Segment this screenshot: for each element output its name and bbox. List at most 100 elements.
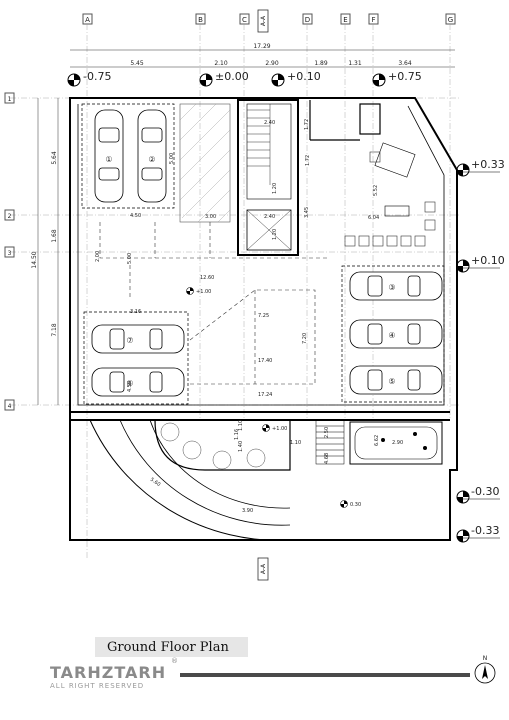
level-tag: +1.00 (196, 289, 211, 295)
front-yard (89, 419, 291, 541)
level-label: +0.33 (471, 158, 505, 171)
top-dimension-lines (70, 49, 455, 68)
dim-label: 7.25 (258, 313, 269, 319)
left-dimension-lines (37, 98, 59, 405)
brand-name: TARHZTARH (50, 663, 167, 682)
overall-width-dim: 17.29 (253, 43, 270, 50)
dim-label: 6.62 (374, 435, 380, 446)
top-dim: 3.64 (398, 60, 412, 67)
dim-label: 5.52 (373, 185, 379, 196)
dim-label: 5.60 (149, 477, 162, 488)
north-label: N (483, 655, 488, 662)
parking-number: ③ (388, 283, 395, 292)
dim-label: 2.90 (392, 440, 403, 446)
dim-label: 2.00 (95, 251, 101, 262)
dim-label: 7.20 (302, 333, 308, 344)
top-dim: 1.31 (348, 60, 362, 67)
level-label: -0.75 (83, 70, 111, 83)
grid-row-4: 4 (8, 403, 12, 410)
parking-number: ② (148, 155, 155, 164)
grid-col-c: C (242, 16, 247, 24)
level-tag: +1.00 (272, 426, 287, 432)
section-mark-top: A-A (257, 9, 269, 33)
parking-number: ⑥ (126, 379, 133, 388)
left-dim: 5.64 (51, 151, 58, 165)
dim-label: 1.20 (272, 183, 278, 194)
pool (349, 421, 443, 465)
circulation-paths (99, 222, 330, 385)
level-label: +0.10 (287, 70, 321, 83)
dim-label: 12.60 (200, 275, 214, 281)
dim-label: 17.24 (258, 392, 272, 398)
drawing-title: Ground Floor Plan (95, 637, 248, 657)
ramp-hatch (179, 103, 231, 223)
footer-bar (180, 673, 470, 677)
svg-text:A-A: A-A (260, 15, 267, 26)
left-dim: 7.18 (51, 323, 58, 337)
parking-bays (81, 103, 445, 405)
parking-number: ⑦ (126, 336, 133, 345)
dim-label: 2.40 (264, 214, 275, 220)
level-markers (67, 73, 470, 543)
level-label: -0.30 (471, 485, 499, 498)
dim-label: 1.16 (234, 429, 240, 440)
dim-label: 1.72 (305, 155, 311, 166)
svg-text:A-A: A-A (260, 563, 267, 574)
level-label: +0.75 (388, 70, 422, 83)
level-tag: 0.30 (350, 502, 361, 508)
left-dim: 1.68 (51, 229, 58, 243)
parking-number: ⑤ (388, 377, 395, 386)
level-label: ±0.00 (215, 70, 249, 83)
dim-label: 1.10 (238, 420, 244, 431)
grid-col-f: F (371, 16, 375, 24)
outer-walls (69, 97, 458, 541)
grid-col-g: G (448, 16, 453, 24)
dim-label: 3.00 (205, 214, 216, 220)
level-label: -0.33 (471, 524, 499, 537)
brand-logo: TARHZTARH ALL RIGHT RESERVED (50, 663, 166, 690)
grid-row-3: 3 (8, 250, 12, 257)
dim-label: 3.45 (304, 207, 310, 218)
top-dim: 2.90 (265, 60, 279, 67)
top-dim: 1.89 (314, 60, 328, 67)
dim-label: 4.50 (130, 213, 141, 219)
dim-label: 5.00 (169, 153, 175, 164)
grid-col-a: A (85, 16, 90, 24)
north-arrow-icon (474, 662, 496, 684)
grid-row-2: 2 (8, 213, 12, 220)
dim-label: 5.00 (127, 253, 133, 264)
dim-label: 2.50 (324, 427, 330, 438)
grid-col-b: B (198, 16, 203, 24)
grid-col-d: D (305, 16, 310, 24)
brand-tagline: ALL RIGHT RESERVED (50, 682, 145, 690)
section-mark-bottom: A-A (257, 557, 269, 581)
stair-entrance (315, 419, 345, 465)
dim-label: 3.16 (130, 309, 141, 315)
level-label: +0.10 (471, 254, 505, 267)
dim-label: 4.68 (324, 453, 330, 464)
parking-number: ① (105, 155, 112, 164)
dim-label: 1.20 (272, 229, 278, 240)
registered-mark: ® (171, 657, 178, 665)
stair-core (237, 99, 299, 256)
top-dim: 2.10 (214, 60, 228, 67)
car-icons (91, 109, 443, 397)
grid-row-1: 1 (8, 96, 12, 103)
grid-column-markers (82, 13, 456, 25)
dim-label: 1.40 (238, 441, 244, 452)
dim-label: 17.40 (258, 358, 272, 364)
grid-row-markers (4, 92, 15, 411)
dim-label: 4.50 (127, 381, 133, 392)
left-overall-dim: 14.50 (31, 251, 38, 268)
dim-label: 2.40 (264, 120, 275, 126)
planters (160, 422, 266, 470)
lobby-chairs (344, 151, 436, 247)
dim-label: 1.72 (304, 119, 310, 130)
parking-number: ④ (388, 331, 395, 340)
dim-label: 1.10 (290, 440, 301, 446)
grid-col-e: E (343, 16, 347, 24)
lobby (309, 100, 416, 217)
top-dim: 5.45 (130, 60, 144, 67)
dim-label: 3.90 (242, 508, 253, 514)
